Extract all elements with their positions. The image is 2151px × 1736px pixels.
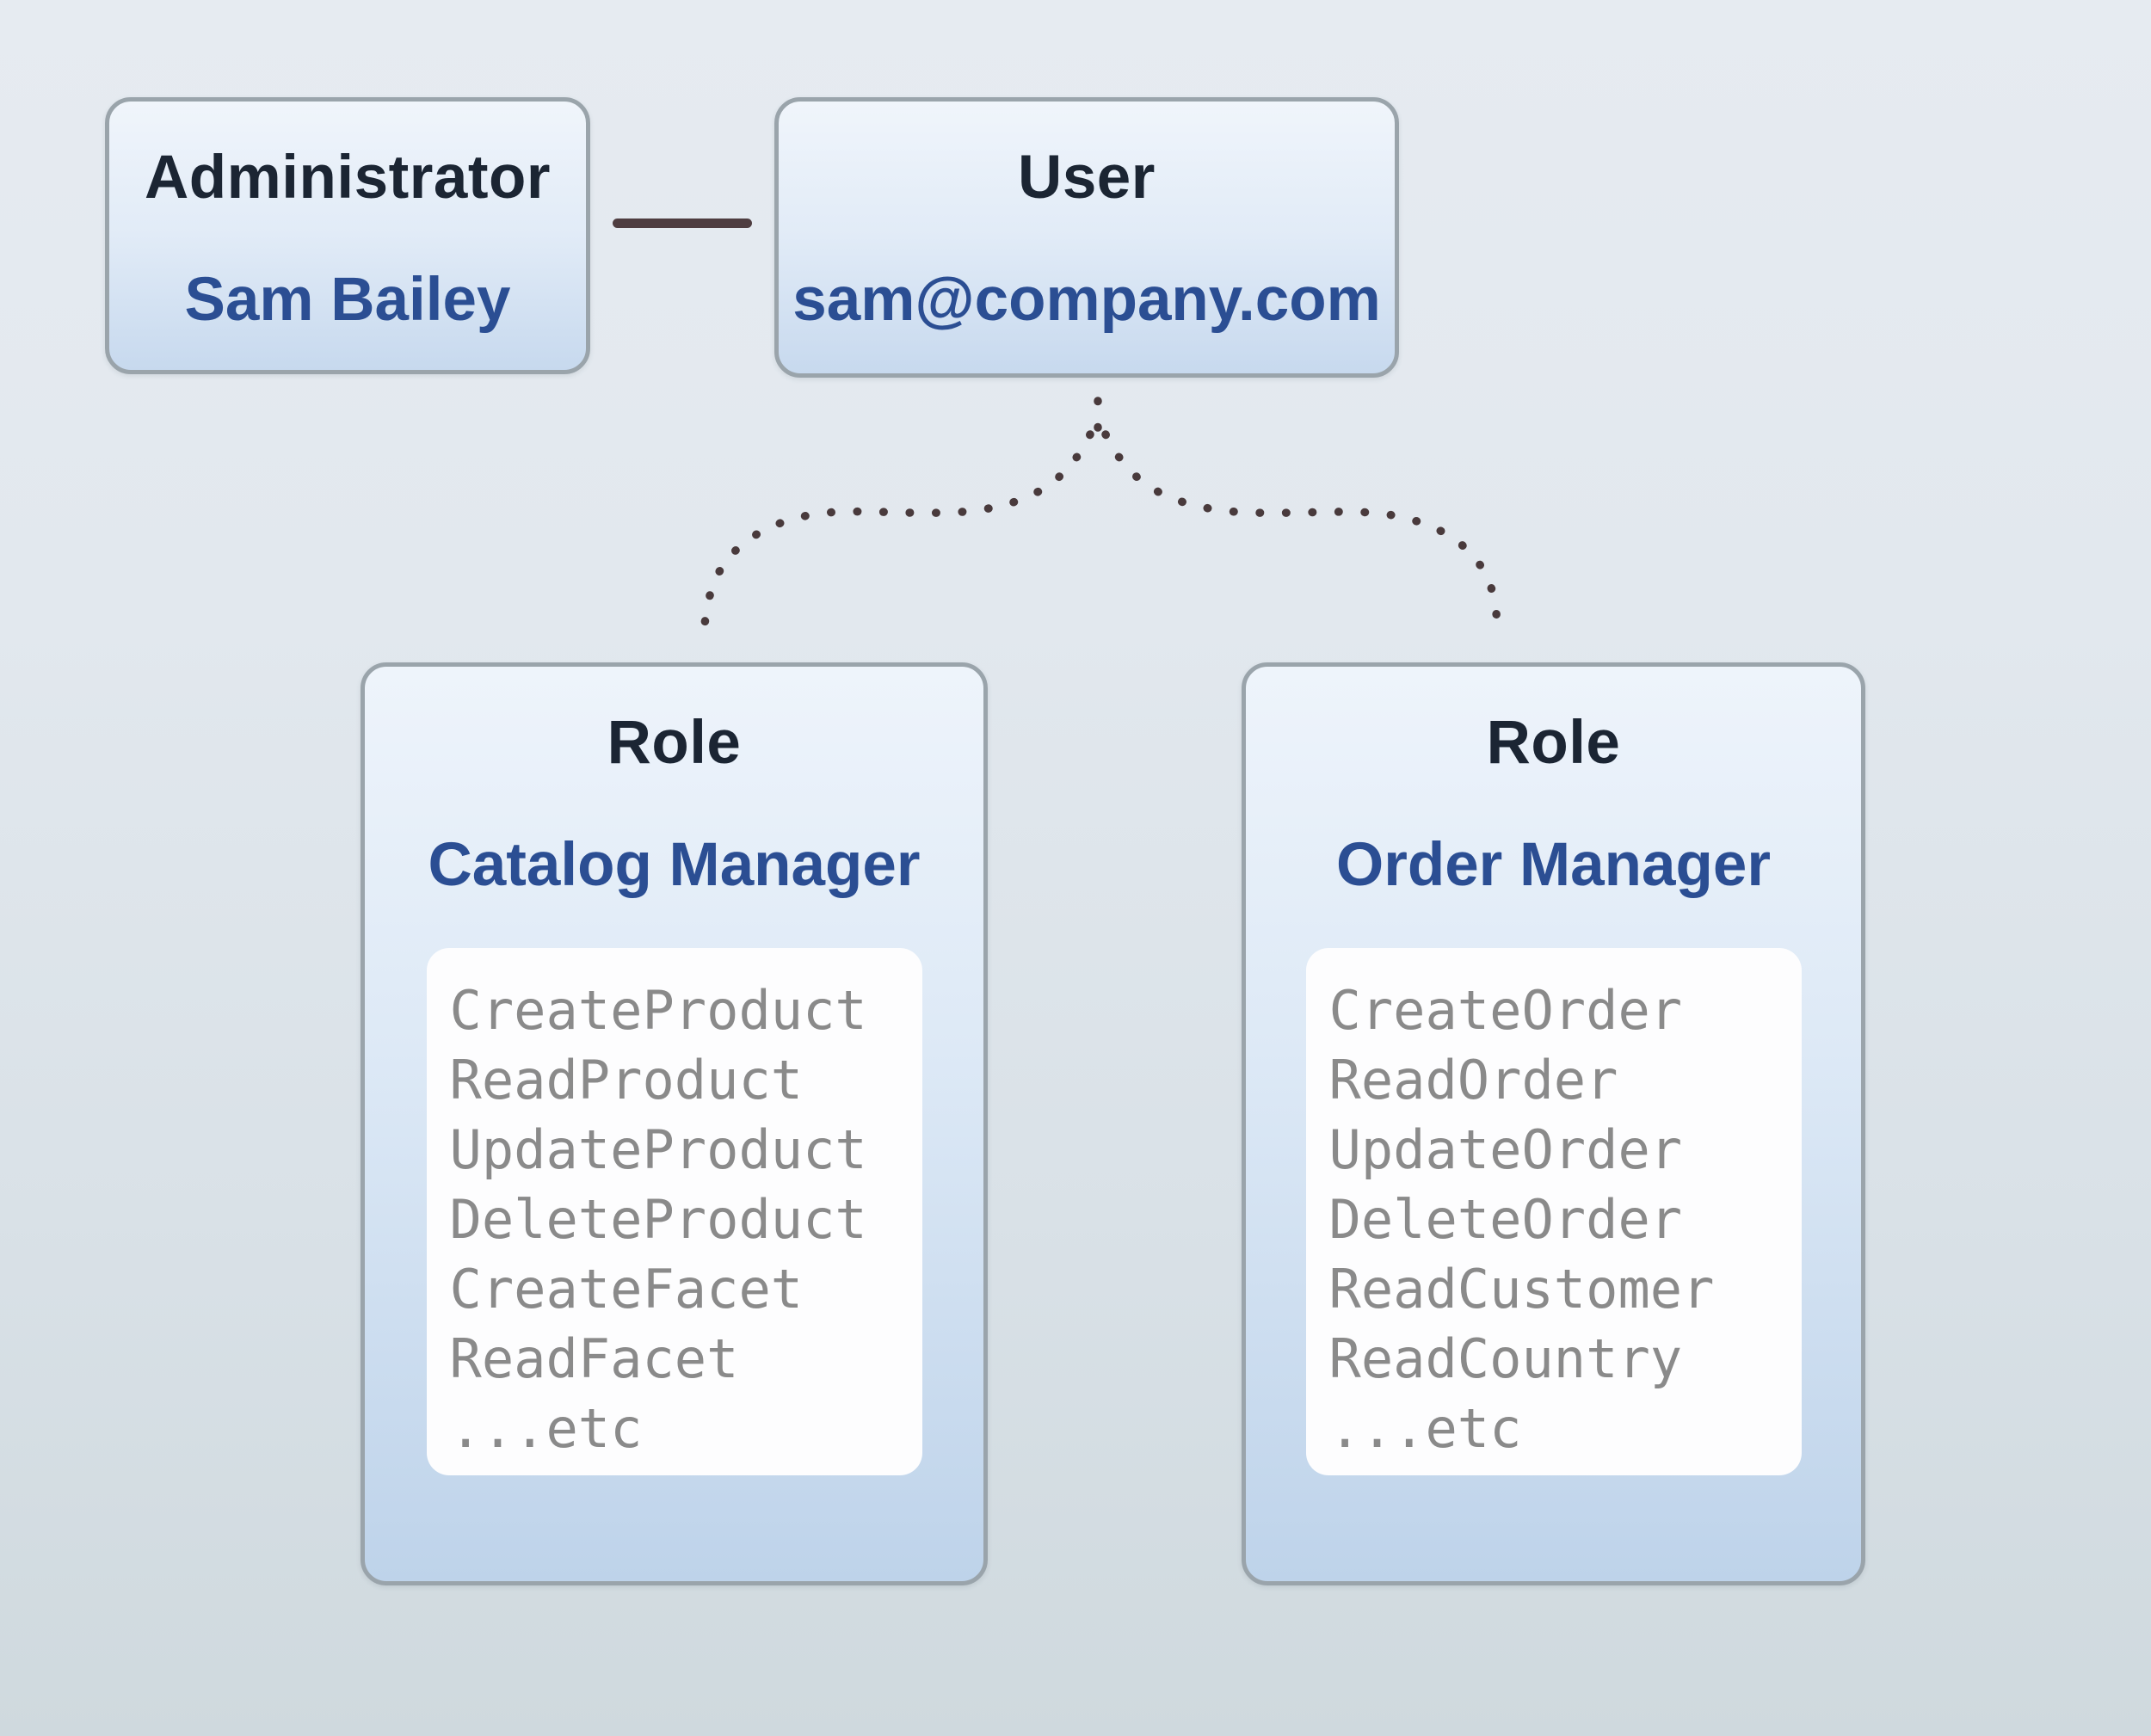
dotted-branch-left [700,430,1094,636]
role-card-name: Catalog Manager [428,831,921,899]
permission-item: ReadCountry [1328,1327,1683,1390]
permission-item: CreateFacet [449,1258,804,1320]
administrator-card-name: Sam Bailey [184,266,511,334]
role-card-title: Role [1486,709,1621,777]
permission-item: CreateProduct [449,979,867,1042]
user-card-title: User [1018,144,1156,212]
permission-item: ReadCustomer [1328,1258,1715,1320]
permission-item: ...etc [449,1397,643,1460]
permission-item: DeleteProduct [449,1188,867,1251]
dotted-branch-right [1101,430,1501,636]
permission-item: ReadFacet [449,1327,739,1390]
permission-item: UpdateProduct [449,1118,867,1181]
administrator-card: Administrator Sam Bailey [105,97,590,374]
permission-item: CreateOrder [1328,979,1683,1042]
permission-item: DeleteOrder [1328,1188,1683,1251]
permission-item: ReadProduct [449,1049,804,1111]
permission-item: UpdateOrder [1328,1118,1683,1181]
user-card: User sam@company.com [774,97,1399,378]
administrator-card-title: Administrator [145,144,551,212]
user-card-email: sam@company.com [792,266,1381,334]
admin-user-connector-line [613,219,752,228]
permission-item: ReadOrder [1328,1049,1618,1111]
role-card-name: Order Manager [1335,831,1772,899]
permission-item: ...etc [1328,1397,1522,1460]
role-card-title: Role [607,709,742,777]
